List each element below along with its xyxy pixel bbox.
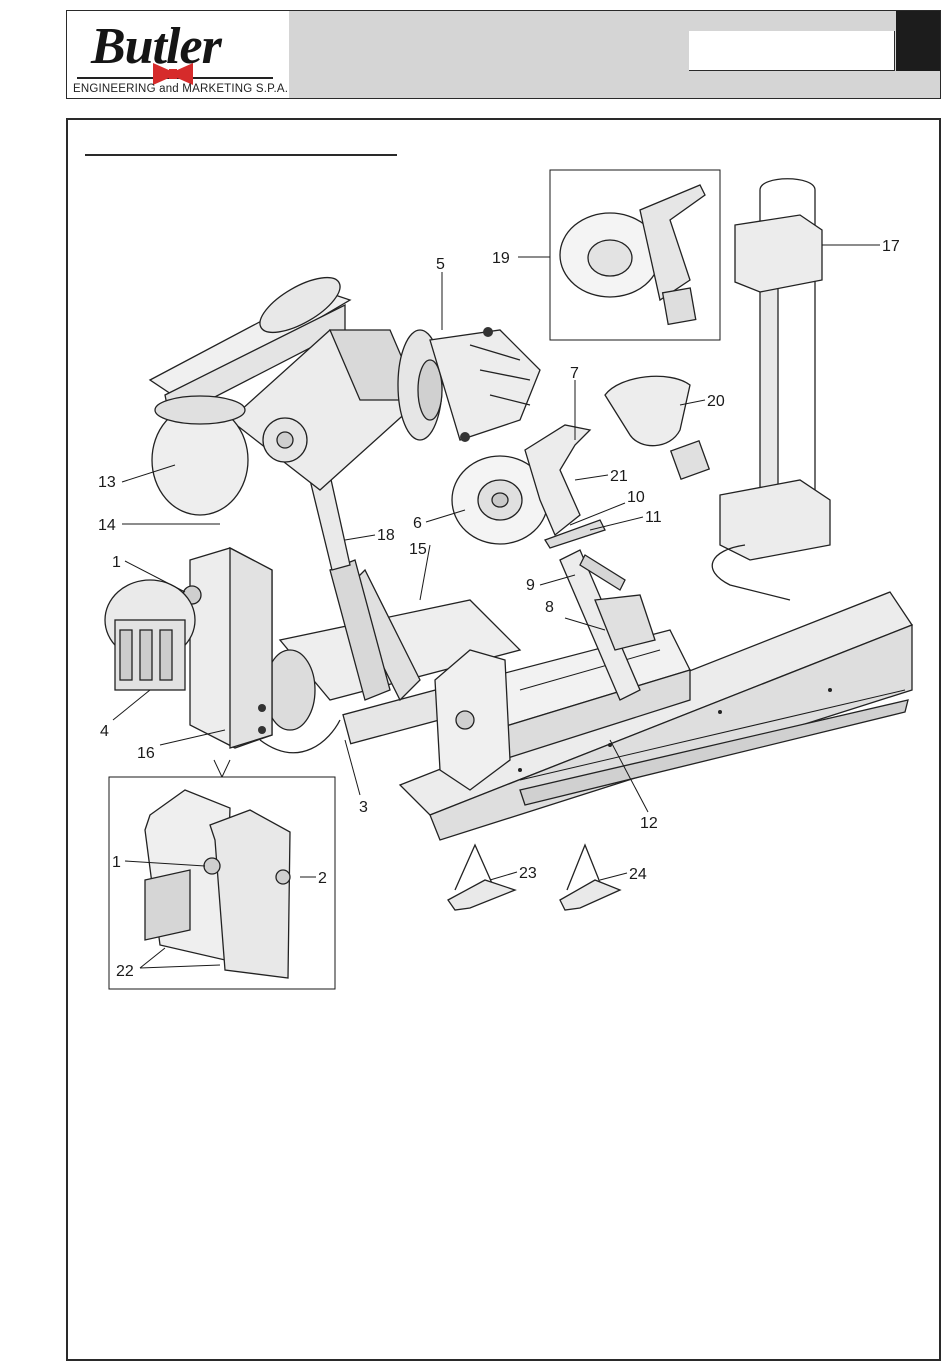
centering-cone	[605, 376, 709, 479]
callout-12: 12	[640, 815, 658, 832]
callout-22: 22	[116, 963, 134, 980]
callout-23: 23	[519, 865, 537, 882]
motor-valve-block	[105, 580, 195, 690]
callout-20: 20	[707, 393, 725, 410]
callout-3: 3	[359, 799, 368, 816]
control-column	[712, 179, 830, 600]
control-box	[183, 548, 272, 748]
tool-disc	[452, 425, 605, 548]
callout-10: 10	[627, 489, 645, 506]
callout-9: 9	[526, 577, 535, 594]
callout-7: 7	[570, 365, 579, 382]
inset-19	[550, 170, 720, 340]
callout-18: 18	[377, 527, 395, 544]
callout-6: 6	[413, 515, 422, 532]
callout-19: 19	[492, 250, 510, 267]
callout-24: 24	[629, 866, 647, 883]
inset-22	[109, 760, 335, 989]
callout-17: 17	[882, 238, 900, 255]
callout-13: 13	[98, 474, 116, 491]
clamp-23	[448, 845, 515, 910]
callout-5: 5	[436, 256, 445, 273]
callout-1: 1	[112, 554, 121, 571]
callout-11: 11	[645, 509, 662, 526]
callout-16: 16	[137, 745, 155, 762]
callout-15: 15	[409, 541, 427, 558]
callout-1-inset: 1	[112, 854, 121, 871]
callout-4: 4	[100, 723, 109, 740]
callout-21: 21	[610, 468, 628, 485]
callout-14: 14	[98, 517, 116, 534]
callout-8: 8	[545, 599, 554, 616]
bead-clamp	[435, 650, 510, 790]
callout-2: 2	[318, 870, 327, 887]
